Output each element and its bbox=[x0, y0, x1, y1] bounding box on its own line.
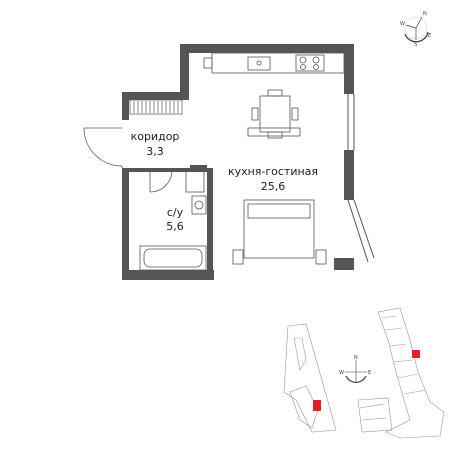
bathroom-fixtures bbox=[139, 169, 207, 271]
compass-site: N W E bbox=[339, 355, 371, 384]
compass-west-label: W bbox=[400, 21, 405, 27]
room-area-corridor: 3,3 bbox=[146, 145, 164, 158]
compass-north-label: N bbox=[423, 11, 427, 17]
room-name-bathroom: с/у bbox=[167, 206, 184, 219]
entrance-door bbox=[83, 127, 123, 168]
compass-top: N W E S bbox=[400, 11, 431, 48]
site-compass-north-label: N bbox=[354, 355, 358, 361]
site-plan-map bbox=[283, 307, 445, 439]
kitchen-counter bbox=[203, 52, 345, 74]
compass-east-label: E bbox=[428, 33, 431, 39]
walls bbox=[122, 44, 354, 280]
room-name-kitchen-living: кухня-гостиная bbox=[228, 165, 318, 178]
room-labels: коридор 3,3 кухня-гостиная 25,6 с/у 5,6 bbox=[131, 130, 318, 233]
bathroom-door bbox=[149, 171, 173, 193]
site-compass-west-label: W bbox=[339, 370, 344, 376]
site-plan-highlight bbox=[313, 350, 420, 411]
compass-south-label: S bbox=[414, 42, 417, 48]
site-compass-east-label: E bbox=[368, 370, 371, 376]
wardrobe bbox=[129, 99, 183, 115]
windows bbox=[347, 94, 375, 263]
dining-table bbox=[247, 89, 301, 139]
bed bbox=[232, 199, 327, 265]
room-name-corridor: коридор bbox=[131, 130, 180, 143]
room-area-bathroom: 5,6 bbox=[166, 220, 184, 233]
room-area-kitchen-living: 25,6 bbox=[261, 180, 286, 193]
